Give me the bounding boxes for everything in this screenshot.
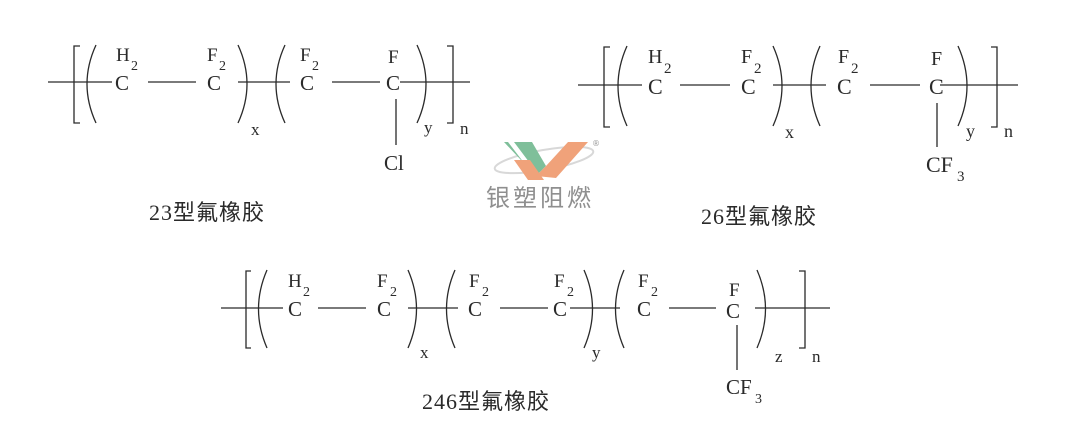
atom-c: C xyxy=(386,71,400,95)
subscript-y: y xyxy=(592,343,601,362)
subscript-2: 2 xyxy=(312,59,319,74)
atom-f: F xyxy=(300,45,311,66)
subscript-2: 2 xyxy=(651,285,658,300)
registered-mark: ® xyxy=(592,139,600,148)
subscript-2: 2 xyxy=(851,61,859,77)
subscript-3: 3 xyxy=(755,392,762,407)
atom-c: C xyxy=(726,299,740,323)
subscript-2: 2 xyxy=(567,285,574,300)
atom-f: F xyxy=(377,271,388,292)
subscript-3: 3 xyxy=(957,169,965,185)
pendant-cl: Cl xyxy=(384,151,404,175)
subscript-y: y xyxy=(424,118,433,137)
atom-c: C xyxy=(637,297,651,321)
label-246-type: 246型氟橡胶 xyxy=(422,389,551,414)
subscript-2: 2 xyxy=(131,59,138,74)
subscript-z: z xyxy=(775,347,783,366)
atom-c: C xyxy=(115,71,129,95)
atom-f: F xyxy=(729,280,740,301)
atom-f: F xyxy=(838,46,849,68)
atom-c: C xyxy=(648,74,663,99)
label-23-type: 23型氟橡胶 xyxy=(149,200,266,225)
atom-f: F xyxy=(207,45,218,66)
atom-c: C xyxy=(468,297,482,321)
atom-f: F xyxy=(931,48,942,70)
atom-f: F xyxy=(388,47,399,68)
watermark-logo-icon: ® xyxy=(493,139,600,180)
atom-c: C xyxy=(837,74,852,99)
atom-c: C xyxy=(300,71,314,95)
subscript-y: y xyxy=(966,121,975,141)
atom-f: F xyxy=(638,271,649,292)
atom-h: H xyxy=(288,271,302,292)
subscript-n: n xyxy=(460,119,469,138)
subscript-2: 2 xyxy=(664,61,672,77)
atom-h: H xyxy=(648,46,662,68)
subscript-n: n xyxy=(1004,121,1013,141)
subscript-x: x xyxy=(420,343,429,362)
atom-f: F xyxy=(741,46,752,68)
pendant-cf: CF xyxy=(926,152,953,177)
atom-f: F xyxy=(469,271,480,292)
atom-c: C xyxy=(207,71,221,95)
subscript-2: 2 xyxy=(219,59,226,74)
atom-h: H xyxy=(116,45,130,66)
subscript-2: 2 xyxy=(390,285,397,300)
atom-c: C xyxy=(553,297,567,321)
atom-c: C xyxy=(288,297,302,321)
subscript-2: 2 xyxy=(303,285,310,300)
atom-f: F xyxy=(554,271,565,292)
subscript-2: 2 xyxy=(754,61,762,77)
atom-c: C xyxy=(929,74,944,99)
subscript-x: x xyxy=(785,122,794,142)
pendant-cf: CF xyxy=(726,375,752,399)
subscript-x: x xyxy=(251,120,260,139)
subscript-n: n xyxy=(812,347,821,366)
watermark-text: 银塑阻燃 xyxy=(486,184,594,212)
subscript-2: 2 xyxy=(482,285,489,300)
atom-c: C xyxy=(377,297,391,321)
atom-c: C xyxy=(741,74,756,99)
label-26-type: 26型氟橡胶 xyxy=(701,204,818,229)
